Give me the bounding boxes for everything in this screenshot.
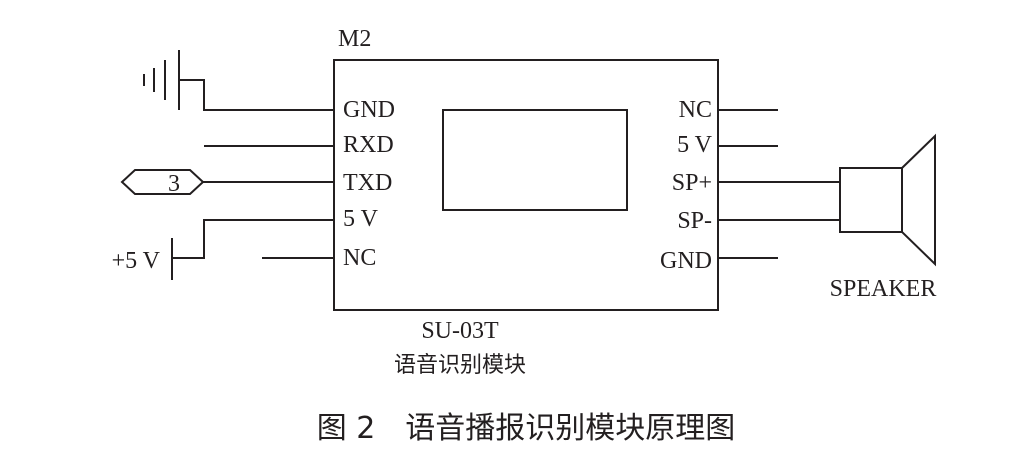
left-pin-nc: NC (343, 245, 376, 271)
right-pin-sp-plus: SP+ (672, 170, 712, 196)
module-display-window (442, 109, 628, 211)
module-body (333, 59, 719, 311)
right-pin-sp-minus: SP- (677, 208, 712, 234)
left-pin-txd: TXD (343, 170, 392, 196)
left-pin-gnd: GND (343, 97, 395, 123)
figure-caption: 图 2 语音播报识别模块原理图 (317, 411, 736, 446)
ground-symbol (143, 50, 180, 110)
speaker-icon (839, 133, 936, 267)
txd-connector-label: 3 (168, 171, 180, 197)
speaker-label: SPEAKER (830, 276, 937, 302)
right-pin-gnd: GND (660, 248, 712, 274)
module-part-number: SU-03T (421, 318, 499, 344)
power-wire (172, 219, 334, 259)
module-description: 语音识别模块 (394, 353, 526, 378)
left-pin-5v: 5 V (343, 206, 379, 232)
module-ref-label: M2 (338, 26, 371, 52)
right-pin-nc: NC (679, 97, 712, 123)
gnd-wire (179, 79, 334, 111)
right-pin-5v: 5 V (677, 132, 713, 158)
power-label: +5 V (112, 248, 161, 274)
txd-connector-tag (120, 169, 205, 195)
left-pin-rxd: RXD (343, 132, 394, 158)
